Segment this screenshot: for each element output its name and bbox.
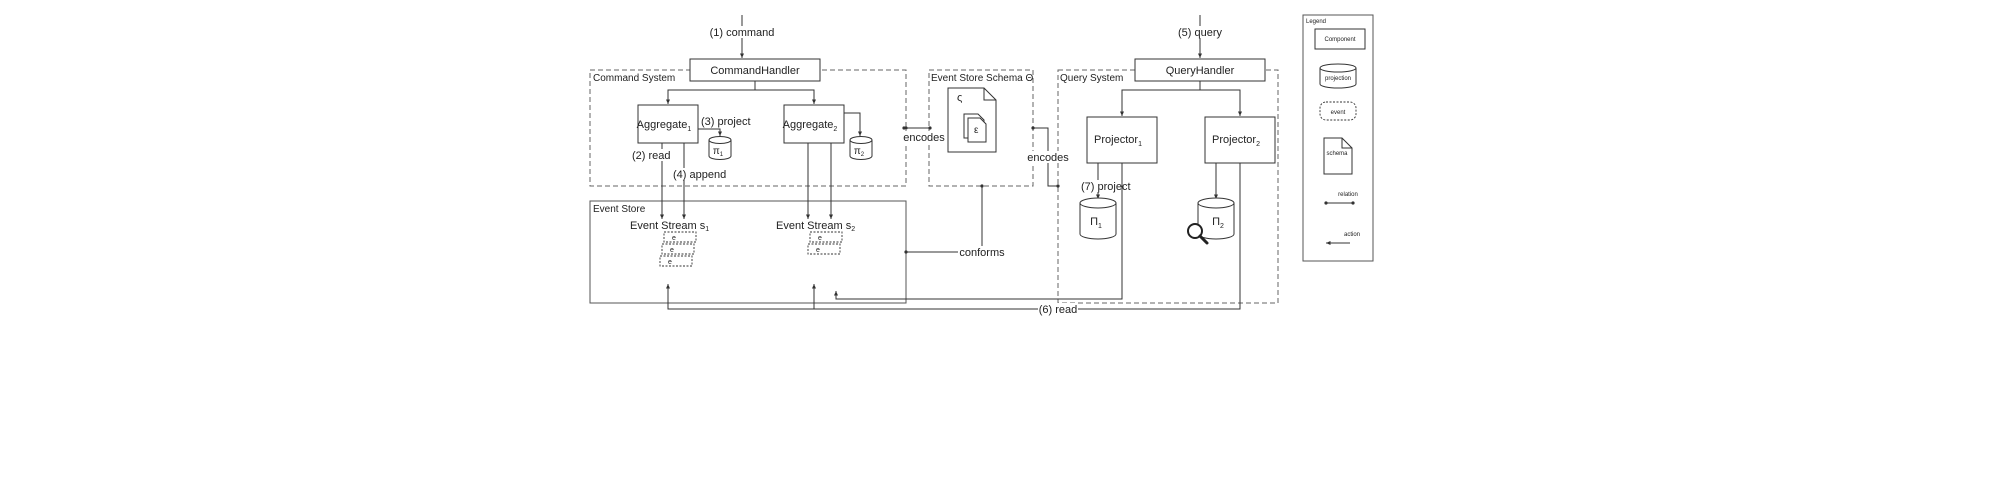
projector-2-label: Projector bbox=[1212, 134, 1256, 146]
magnifier-icon bbox=[1187, 223, 1209, 245]
legend-relation: relation bbox=[1338, 192, 1358, 198]
command-system-title: Command System bbox=[593, 73, 675, 84]
command-system-group: Command System bbox=[589, 69, 907, 187]
agg-projection-1: π1 bbox=[708, 136, 732, 160]
schema-sigma: ς bbox=[957, 92, 962, 104]
query-system-group: Query System bbox=[1057, 69, 1279, 304]
encodes-right-label: encodes bbox=[1027, 152, 1069, 164]
projector-2: Projector2 bbox=[1204, 116, 1276, 164]
read-2-label: (2) read bbox=[632, 150, 671, 162]
query-label: (5) query bbox=[1178, 27, 1223, 39]
query-Pi-2-label: Π bbox=[1212, 216, 1220, 228]
svg-text:Π2: Π2 bbox=[1212, 216, 1224, 230]
legend-schema: schema bbox=[1326, 151, 1348, 157]
schema-epsilon: ε bbox=[974, 125, 979, 136]
legend-title: Legend bbox=[1306, 19, 1326, 25]
event-2-2: e bbox=[816, 247, 820, 254]
query-projection-2: Π2 bbox=[1197, 197, 1235, 240]
query-Pi-1-label: Π bbox=[1090, 216, 1098, 228]
query-handler: QueryHandler bbox=[1134, 58, 1266, 82]
svg-text:Π1: Π1 bbox=[1090, 216, 1102, 230]
svg-text:Event Stream s2: Event Stream s2 bbox=[776, 220, 855, 233]
append-4-label: (4) append bbox=[673, 169, 726, 181]
svg-text:Aggregate2: Aggregate2 bbox=[783, 119, 838, 133]
agg-pi-1-sub: 1 bbox=[720, 152, 724, 158]
svg-text:Event Stream s1: Event Stream s1 bbox=[630, 220, 709, 233]
event-store-title: Event Store bbox=[593, 204, 646, 215]
aggregate-2-sub: 2 bbox=[833, 126, 837, 133]
encodes-left-label: encodes bbox=[903, 132, 945, 144]
legend-action: action bbox=[1344, 232, 1360, 238]
read-6-label: (6) read bbox=[1039, 304, 1078, 316]
project-7-label: (7) project bbox=[1081, 181, 1131, 193]
query-system-title: Query System bbox=[1060, 73, 1123, 84]
stream-1-sub: 1 bbox=[705, 226, 709, 233]
conforms-label: conforms bbox=[959, 247, 1005, 259]
command-label: (1) command bbox=[710, 27, 775, 39]
aggregate-1-label: Aggregate bbox=[637, 119, 688, 131]
aggregate-1: Aggregate1 bbox=[637, 104, 699, 144]
query-Pi-1-sub: 1 bbox=[1098, 223, 1102, 230]
stream-1-label: Event Stream s bbox=[630, 220, 706, 232]
projector-2-sub: 2 bbox=[1256, 141, 1260, 148]
svg-text:π1: π1 bbox=[713, 146, 724, 158]
agg-projection-2: π2 bbox=[849, 136, 873, 160]
legend-projection: projection bbox=[1325, 76, 1351, 82]
agg-pi-1-label: π bbox=[713, 146, 720, 157]
event-1-3: e bbox=[668, 259, 672, 266]
event-stream-2: e e bbox=[807, 231, 843, 255]
svg-text:Projector1: Projector1 bbox=[1094, 134, 1142, 148]
event-stream-1: e e e bbox=[659, 231, 697, 267]
aggregate-2: Aggregate2 bbox=[783, 104, 845, 144]
svg-text:π2: π2 bbox=[854, 146, 865, 158]
event-1-2: e bbox=[670, 247, 674, 254]
legend-event: event bbox=[1331, 110, 1346, 116]
projector-1: Projector1 bbox=[1086, 116, 1158, 164]
legend-component: Component bbox=[1324, 37, 1355, 43]
event-1-1: e bbox=[672, 235, 676, 242]
stream-2-sub: 2 bbox=[851, 226, 855, 233]
svg-text:Projector2: Projector2 bbox=[1212, 134, 1260, 148]
projector-1-label: Projector bbox=[1094, 134, 1138, 146]
aggregate-1-sub: 1 bbox=[687, 126, 691, 133]
svg-text:Aggregate1: Aggregate1 bbox=[637, 119, 692, 133]
stream-2-label: Event Stream s bbox=[776, 220, 852, 232]
agg-pi-2-sub: 2 bbox=[861, 152, 865, 158]
command-handler-label: CommandHandler bbox=[710, 65, 800, 77]
project-3-label: (3) project bbox=[701, 116, 751, 128]
query-projection-1: Π1 bbox=[1079, 197, 1117, 240]
event-store-group: Event Store bbox=[589, 200, 907, 304]
schema-document-stack: ς ε bbox=[947, 87, 997, 153]
event-store-schema-title: Event Store Schema Θ bbox=[931, 73, 1033, 84]
event-2-1: e bbox=[818, 235, 822, 242]
command-handler: CommandHandler bbox=[689, 58, 821, 82]
aggregate-2-label: Aggregate bbox=[783, 119, 834, 131]
agg-pi-2-label: π bbox=[854, 146, 861, 157]
query-Pi-2-sub: 2 bbox=[1220, 223, 1224, 230]
query-handler-label: QueryHandler bbox=[1166, 65, 1235, 77]
legend: Legend Component projection event schema… bbox=[1302, 14, 1374, 262]
projector-1-sub: 1 bbox=[1138, 141, 1142, 148]
